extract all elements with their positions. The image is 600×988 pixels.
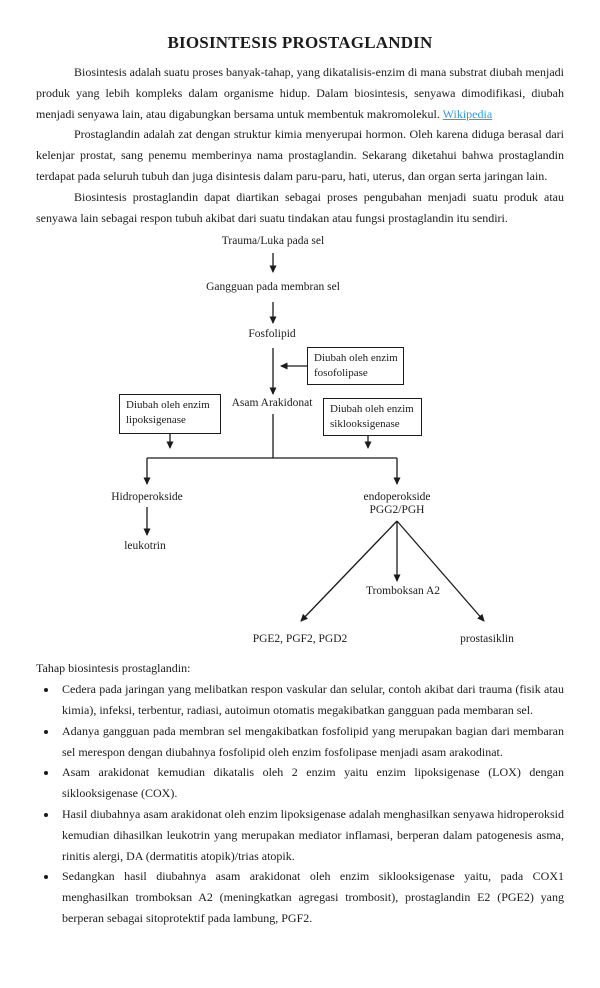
wikipedia-link[interactable]: Wikipedia bbox=[442, 106, 493, 121]
flowchart-arrows bbox=[143, 253, 485, 623]
diagram-node-tromboksan-a2: Tromboksan A2 bbox=[365, 585, 441, 598]
diagram-node-trauma: Trauma/Luka pada sel bbox=[221, 235, 325, 248]
diagram-node-asam-arakidonat: Asam Arakidonat bbox=[231, 397, 313, 410]
diagram-node-hidroperokside: Hidroperokside bbox=[111, 491, 183, 504]
diagram-node-pge2-pgf2-pgd2: PGE2, PGF2, PGD2 bbox=[252, 633, 348, 646]
flowchart-diagram: Trauma/Luka pada sel Gangguan pada membr… bbox=[0, 230, 600, 650]
diagram-node-endoperokside-pgg2-pgh: endoperokside PGG2/PGH bbox=[363, 491, 431, 517]
list-item: Cedera pada jaringan yang melibatkan res… bbox=[58, 679, 564, 721]
list-item: Adanya gangguan pada membran sel mengaki… bbox=[58, 721, 564, 763]
diagram-node-prostasiklin: prostasiklin bbox=[460, 633, 514, 646]
list-item: Hasil diubahnya asam arakidonat oleh enz… bbox=[58, 804, 564, 866]
paragraph-biosintesis: Biosintesis adalah suatu proses banyak-t… bbox=[36, 62, 564, 124]
steps-heading: Tahap biosintesis prostaglandin: bbox=[36, 661, 191, 676]
diagram-node-fosfolipid: Fosfolipid bbox=[248, 328, 296, 341]
diagram-box-enzim-siklooksigenase: Diubah oleh enzim siklooksigenase bbox=[323, 398, 422, 437]
diagram-box-enzim-lipoksigenase: Diubah oleh enzim lipoksigenase bbox=[119, 394, 221, 435]
diagram-node-leukotrin: leukotrin bbox=[124, 540, 166, 553]
paragraph-definisi: Biosintesis prostaglandin dapat diartika… bbox=[36, 189, 564, 225]
paragraph-1-text: Biosintesis adalah suatu proses banyak-t… bbox=[36, 65, 564, 121]
list-item: Asam arakidonat kemudian dikatalis oleh … bbox=[58, 762, 564, 804]
list-item: Sedangkan hasil diubahnya asam arakidona… bbox=[58, 866, 564, 928]
paragraph-prostaglandin: Prostaglandin adalah zat dengan struktur… bbox=[36, 127, 564, 183]
diagram-box-enzim-fosfolipase: Diubah oleh enzim fosofolipase bbox=[307, 347, 404, 386]
page-title: BIOSINTESIS PROSTAGLANDIN bbox=[167, 33, 433, 52]
diagram-node-gangguan-membran: Gangguan pada membran sel bbox=[206, 281, 340, 294]
steps-list: Cedera pada jaringan yang melibatkan res… bbox=[36, 679, 564, 929]
